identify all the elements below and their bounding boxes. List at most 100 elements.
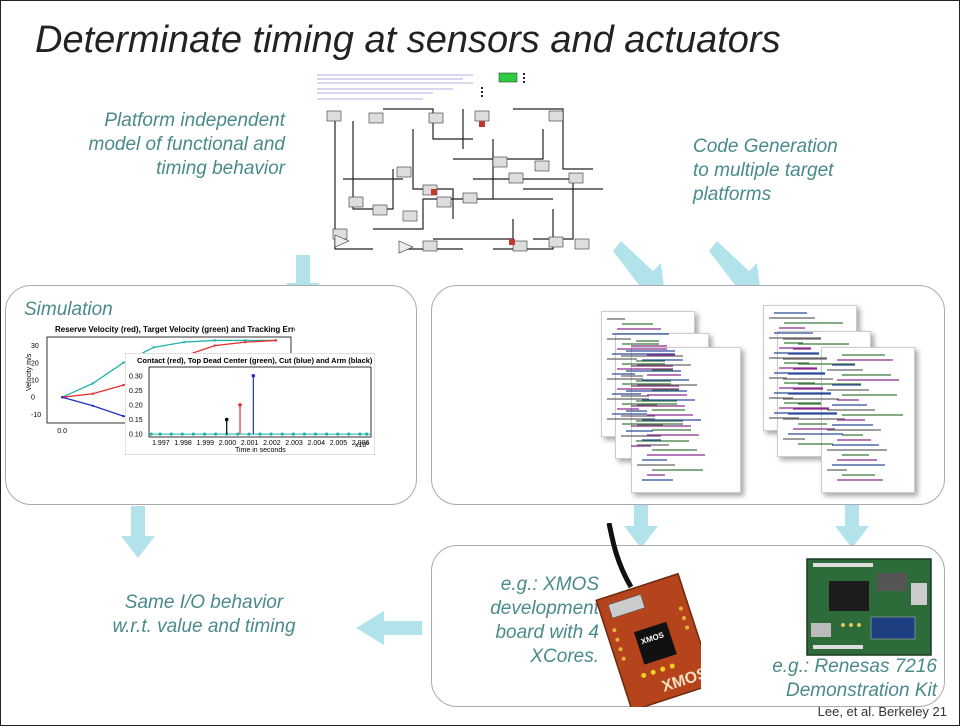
xmos-caption-line: board with 4: [495, 622, 599, 643]
series-point: [122, 361, 125, 364]
stem-point: [238, 403, 242, 407]
platform-caption: Platform independent model of functional…: [49, 109, 285, 181]
baseline-point: [358, 432, 362, 436]
renesas-caption-line: e.g.: Renesas 7216: [772, 656, 937, 677]
baseline-point: [325, 432, 329, 436]
baseline-point: [149, 432, 153, 436]
plot-xlabel: Time in seconds: [235, 447, 286, 454]
baseline-point: [258, 432, 262, 436]
series-point: [122, 414, 125, 418]
codegen-caption: Code Generation to multiple target platf…: [693, 135, 893, 207]
plot-frame: [148, 366, 372, 438]
arrow-left-icon: [356, 611, 422, 645]
baseline-point: [336, 432, 340, 436]
x-tick-label: 2.000: [219, 440, 237, 447]
platform-caption-line: model of functional and: [88, 134, 285, 155]
y-tick-label: 0.15: [129, 417, 143, 424]
x-tick-label: 2.002: [263, 440, 281, 447]
baseline-point: [191, 432, 195, 436]
code-page: [821, 347, 915, 493]
baseline-point: [180, 432, 184, 436]
baseline-point: [364, 432, 369, 436]
same-io-caption: Same I/O behavior w.r.t. value and timin…: [89, 591, 319, 639]
baseline-point: [247, 432, 251, 436]
series-point: [183, 340, 186, 344]
x-tick-label: 2.006: [352, 440, 370, 447]
xmos-caption-line: development: [490, 598, 599, 619]
plot-title: Contact (red), Top Dead Center (green), …: [137, 356, 373, 365]
series-point: [122, 383, 125, 387]
baseline-point: [236, 432, 240, 436]
y-tick-label: 20: [31, 360, 39, 367]
same-io-caption-line: Same I/O behavior: [124, 592, 284, 613]
platform-caption-line: Platform independent: [104, 110, 285, 131]
baseline-point: [302, 432, 306, 436]
stem-point: [251, 373, 256, 378]
arrow-down-icon: [835, 494, 869, 548]
y-tick-label: 0.30: [129, 373, 143, 380]
series-point: [91, 392, 94, 395]
baseline-point: [291, 432, 295, 436]
renesas-caption-line: Demonstration Kit: [785, 680, 937, 701]
y-tick-label: 0: [31, 395, 35, 402]
plot-title: Reserve Velocity (red), Target Velocity …: [55, 325, 295, 334]
y-tick-label: 10: [31, 378, 39, 385]
same-io-caption-line: w.r.t. value and timing: [112, 616, 296, 637]
series-point: [274, 339, 277, 342]
xmos-board-image: XMOS XMOS: [595, 523, 701, 707]
series-point: [244, 339, 247, 342]
baseline-point: [347, 432, 351, 436]
baseline-point: [225, 432, 229, 436]
baseline-point: [169, 432, 173, 436]
renesas-caption: e.g.: Renesas 7216 Demonstration Kit: [713, 655, 937, 703]
series-point: [91, 382, 94, 385]
y-tick-label: 30: [31, 343, 39, 350]
series-point: [61, 396, 64, 399]
baseline-point: [280, 432, 284, 436]
arrow-down-icon: [624, 494, 658, 548]
model-diagram: [313, 69, 609, 261]
series-point: [213, 339, 216, 342]
model-diagram-graphic: [317, 72, 603, 254]
y-tick-label: -10: [31, 412, 41, 419]
x-tick-label: 2.003: [285, 440, 303, 447]
y-tick-label: 0.25: [129, 388, 143, 395]
series-line: [61, 339, 276, 398]
series-point: [91, 404, 94, 407]
baseline-point: [158, 432, 162, 436]
platform-caption-line: timing behavior: [156, 158, 285, 179]
renesas-board-image: [806, 558, 932, 656]
y-tick-label: 0.10: [129, 432, 143, 439]
baseline-point: [202, 432, 207, 436]
x-tick-label: 2.001: [241, 440, 259, 447]
xmos-caption: e.g.: XMOS development board with 4 XCor…: [451, 573, 599, 669]
plot-ylabel: Velocity m/s: [26, 353, 33, 391]
arrow-diagonal-icon: [613, 241, 665, 297]
arrow-diagonal-icon: [709, 241, 761, 297]
baseline-point: [269, 432, 273, 436]
codegen-caption-line: to multiple target: [693, 160, 834, 181]
baseline-point: [313, 432, 318, 436]
arrow-down-icon: [121, 506, 155, 558]
codegen-caption-line: Code Generation: [693, 136, 838, 157]
plot-x-multiplier: x10³: [355, 442, 369, 449]
x-tick-label: 2.005: [330, 440, 348, 447]
stem-point: [224, 417, 229, 422]
simulation-caption: Simulation: [24, 299, 113, 320]
slide-footer: Lee, et al. Berkeley 21: [817, 704, 947, 719]
baseline-point: [214, 432, 218, 436]
slide-title: Determinate timing at sensors and actuat…: [35, 19, 781, 61]
x-tick-label: 1.999: [197, 440, 215, 447]
y-tick-label: 0.20: [129, 402, 143, 409]
xmos-caption-line: e.g.: XMOS: [500, 574, 599, 595]
x-tick-label: 0.0: [57, 428, 67, 435]
codegen-caption-line: platforms: [693, 184, 772, 205]
xmos-caption-line: XCores.: [530, 646, 599, 667]
series-point: [244, 340, 247, 344]
x-tick-label: 1.998: [174, 440, 192, 447]
x-tick-label: 2.004: [308, 440, 326, 447]
plot-background: [125, 353, 375, 455]
x-tick-label: 1.997: [152, 440, 170, 447]
